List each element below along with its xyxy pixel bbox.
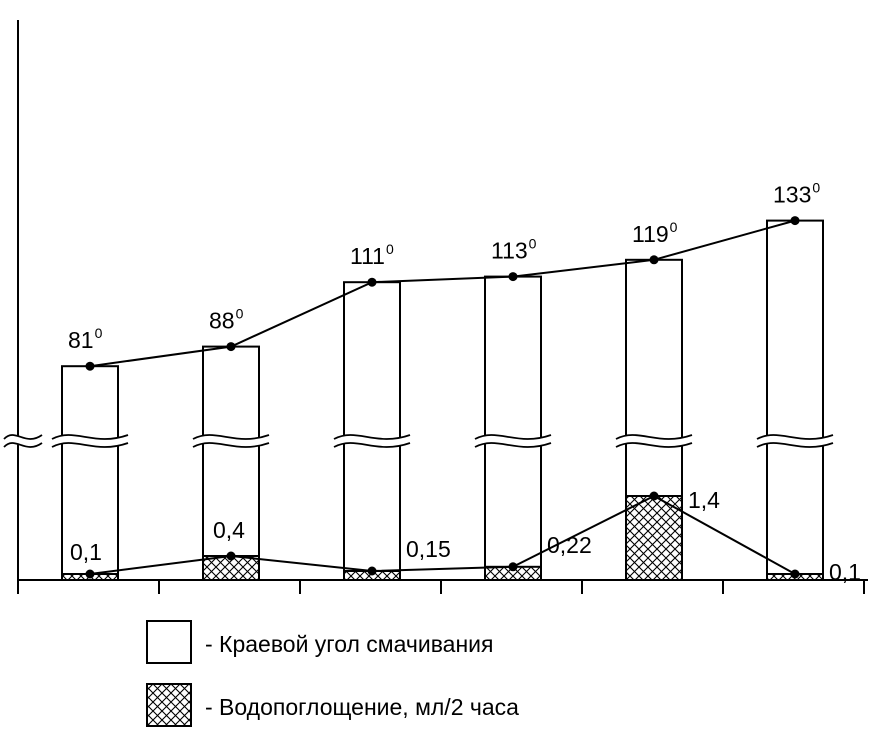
point-contact-angle — [226, 342, 236, 352]
label-contact-angle: 81 — [68, 327, 94, 353]
point-water-absorption — [226, 551, 236, 561]
point-contact-angle — [649, 255, 659, 265]
bar-contact-angle — [484, 275, 542, 581]
line-water-absorption — [89, 494, 796, 575]
bar-contact-angle — [202, 345, 260, 581]
line-contact-angle — [89, 219, 796, 368]
label-contact-angle: 111 — [350, 243, 385, 269]
label-contact-angle: 119 — [632, 221, 669, 247]
label-contact-angle: 88 — [209, 308, 235, 334]
point-contact-angle — [85, 361, 95, 371]
axis-break-line — [192, 434, 270, 440]
axis-break-line — [192, 442, 270, 448]
axis-break-line — [333, 442, 411, 448]
legend-label-contact-angle: - Краевой угол смачивания — [205, 631, 493, 657]
series-lines — [85, 216, 800, 579]
axis-break-line — [474, 442, 552, 448]
axis-break-line — [51, 442, 129, 448]
point-water-absorption — [508, 562, 518, 572]
axis-break-gap — [49, 434, 130, 448]
axis-break-gap — [331, 434, 412, 448]
axis-break-line — [51, 434, 129, 440]
point-water-absorption — [367, 566, 377, 576]
axis-break-line — [615, 442, 693, 448]
legend: - Краевой угол смачивания - Водопоглощен… — [146, 620, 519, 727]
point-water-absorption — [790, 569, 800, 579]
label-contact-angle-degree: 0 — [529, 236, 537, 252]
point-contact-angle — [790, 216, 800, 226]
bar-contact-angle — [343, 281, 401, 581]
label-contact-angle-degree: 0 — [236, 306, 244, 322]
point-water-absorption — [649, 491, 659, 501]
bars — [61, 219, 824, 582]
axis-break-line — [474, 434, 552, 440]
axis-break-line — [3, 442, 43, 448]
label-water-absorption: 0,4 — [213, 517, 245, 543]
label-water-absorption: 1,4 — [688, 487, 720, 513]
bar-contact-angle — [766, 219, 824, 581]
label-water-absorption: 0,22 — [547, 532, 592, 558]
axis-break-line — [333, 434, 411, 440]
axis-break-line — [615, 434, 693, 440]
legend-label-water-absorption: - Водопоглощение, мл/2 часа — [205, 694, 519, 720]
label-water-absorption: 0,15 — [406, 536, 451, 562]
label-water-absorption: 0,1 — [829, 559, 861, 585]
axis-break-gap — [754, 434, 835, 448]
label-contact-angle-degree: 0 — [95, 325, 103, 341]
point-contact-angle — [508, 272, 518, 282]
label-contact-angle-degree: 0 — [812, 180, 820, 196]
axis-break-line — [3, 434, 43, 440]
axis-break-line — [756, 442, 834, 448]
axis-break-gap — [472, 434, 553, 448]
legend-swatch-water-absorption — [146, 683, 192, 727]
label-contact-angle-degree: 0 — [670, 219, 678, 235]
axis-breaks — [0, 434, 835, 448]
legend-swatch-contact-angle — [146, 620, 192, 664]
point-contact-angle — [367, 277, 377, 287]
label-contact-angle: 113 — [491, 238, 528, 264]
bar-water-absorption — [625, 495, 683, 581]
label-water-absorption: 0,1 — [70, 539, 102, 565]
label-contact-angle-degree: 0 — [386, 241, 394, 257]
axis-break-gap — [613, 434, 694, 448]
axis-break-line — [756, 434, 834, 440]
axes — [17, 20, 868, 594]
point-water-absorption — [85, 569, 95, 579]
label-contact-angle: 133 — [773, 182, 811, 208]
axis-break-gap — [190, 434, 271, 448]
axis-break-gap — [0, 434, 45, 448]
